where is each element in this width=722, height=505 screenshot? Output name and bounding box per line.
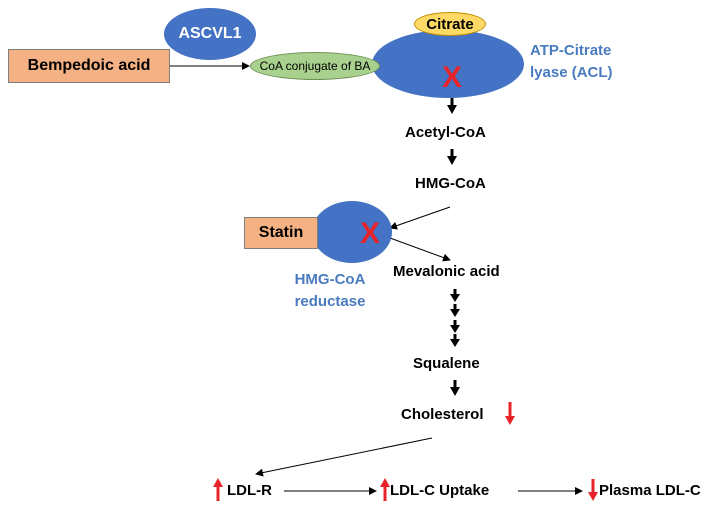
red-down-arrow-cholesterol bbox=[505, 402, 515, 425]
red-up-arrow-ldl-r bbox=[213, 478, 223, 501]
acl-label: ATP-Citrate lyase (ACL) bbox=[530, 40, 613, 84]
statin-box: Statin bbox=[244, 217, 318, 249]
reductase-inhibition-mark: X bbox=[360, 217, 381, 250]
arrow-mevalonic-to-squalene-2 bbox=[450, 304, 460, 317]
ldl-r-label: LDL-R bbox=[227, 482, 272, 499]
arrow-mevalonic-to-squalene-1 bbox=[450, 289, 460, 302]
citrate-ellipse: Citrate bbox=[414, 12, 486, 36]
acl-enzyme bbox=[372, 30, 524, 98]
arrow-mevalonic-to-squalene-3 bbox=[450, 320, 460, 333]
arrow-hmg-coa-to-reductase bbox=[389, 206, 451, 230]
acetyl-coa-label: Acetyl-CoA bbox=[405, 124, 486, 141]
arrow-acetyl-coa-to-hmg-coa bbox=[447, 149, 457, 165]
plasma-ldl-c-label: Plasma LDL-C bbox=[599, 482, 701, 499]
ldl-c-uptake-label: LDL-C Uptake bbox=[390, 482, 490, 499]
hmg-coa-reductase-enzyme bbox=[312, 201, 392, 263]
ascvl1-enzyme: ASCVL1 bbox=[164, 8, 256, 60]
acl-label-line1: ATP-Citrate bbox=[530, 42, 612, 59]
red-up-arrow-ldl-c-uptake bbox=[380, 478, 390, 501]
squalene-label: Squalene bbox=[413, 355, 480, 372]
hmg-coa-reductase-label: HMG-CoA reductase bbox=[282, 269, 378, 313]
acl-label-line2: lyase (ACL) bbox=[530, 64, 613, 81]
arrow-cholesterol-to-ldl-r bbox=[255, 437, 433, 477]
arrow-squalene-to-cholesterol bbox=[450, 380, 460, 396]
cholesterol-label: Cholesterol bbox=[401, 406, 484, 423]
hmg-coa-label: HMG-CoA bbox=[415, 175, 486, 192]
hmg-coa-reductase-label-line1: HMG-CoA bbox=[294, 271, 366, 288]
arrow-acl-to-acetyl-coa bbox=[447, 98, 457, 114]
mevalonic-acid-label: Mevalonic acid bbox=[393, 263, 500, 280]
arrow-mevalonic-to-squalene-4 bbox=[450, 334, 460, 347]
coa-conjugate-ellipse: CoA conjugate of BA bbox=[250, 52, 380, 80]
hmg-coa-reductase-label-line2: reductase bbox=[294, 293, 366, 310]
acl-inhibition-mark: X bbox=[442, 61, 463, 94]
arrow-reductase-to-mevalonic bbox=[389, 237, 451, 262]
bempedoic-acid-box: Bempedoic acid bbox=[8, 49, 170, 83]
red-down-arrow-plasma-ldl-c bbox=[588, 479, 598, 501]
